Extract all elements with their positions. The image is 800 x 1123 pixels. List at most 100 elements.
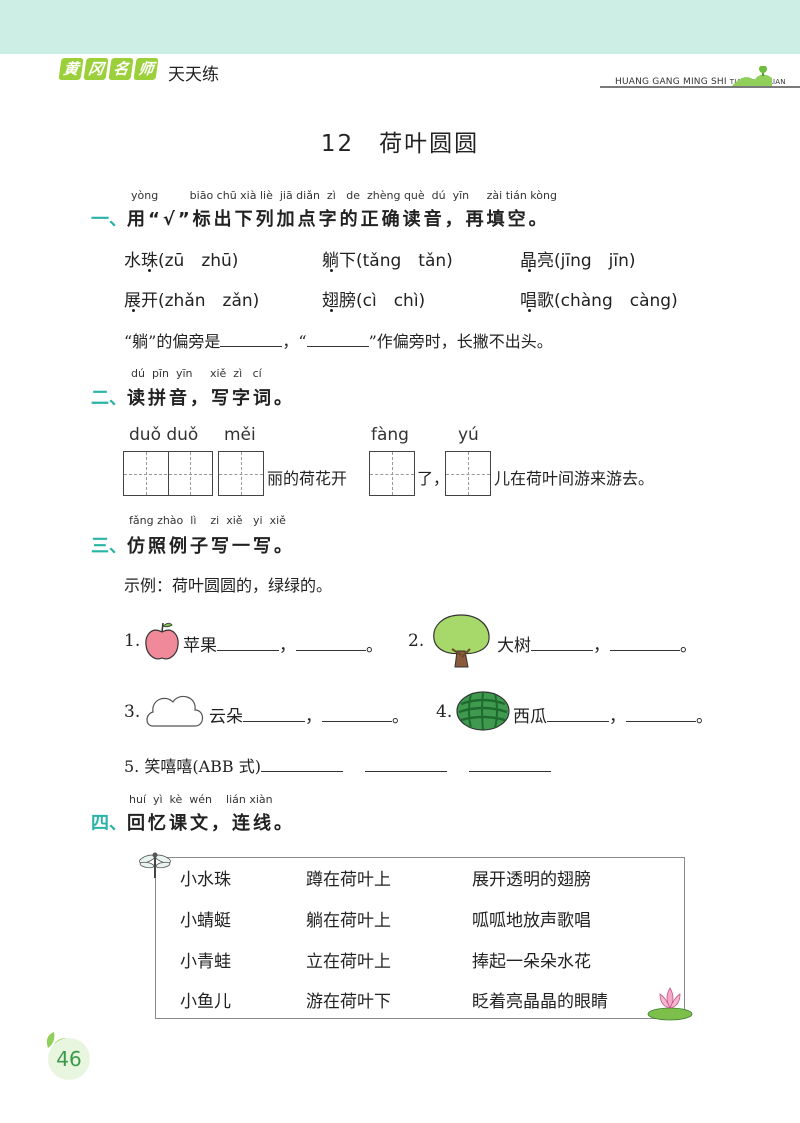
brand-pinyin-main: HUANG GANG MING SHI (615, 77, 727, 87)
match-subject[interactable]: 小青蛙 (180, 952, 231, 972)
sentence-text: 丽的荷花开 (267, 469, 348, 488)
section1-instruction: 用“√”标出下列加点字的正确读音，再填空。 (127, 209, 550, 230)
example-text: 示例：荷叶圆圆的，绿绿的。 (124, 576, 333, 595)
word-text: 水珠 (124, 251, 158, 271)
section2-number: 二、 (91, 388, 127, 409)
item5-text: 5. 笑嘻嘻(ABB 式) (124, 757, 261, 776)
match-position[interactable]: 立在荷叶上 (306, 952, 391, 972)
pinyin-options[interactable]: (tǎng tǎn) (356, 251, 453, 271)
apple-icon (145, 622, 179, 660)
item-word: 云朵 ， 。 (209, 702, 409, 727)
period: 。 (366, 636, 383, 656)
match-subject[interactable]: 小水珠 (180, 870, 231, 890)
cloud-icon (146, 695, 204, 727)
answer-blank[interactable] (296, 635, 366, 651)
match-position[interactable]: 躺在荷叶上 (306, 911, 391, 931)
writing-grid[interactable] (123, 451, 213, 496)
word-item: 展开(zhǎn zǎn) (124, 286, 259, 311)
match-action[interactable]: 捧起一朵朵水花 (472, 952, 591, 972)
header-band (0, 0, 800, 54)
writing-grid[interactable] (369, 451, 415, 496)
item-word-text: 苹果 (183, 636, 217, 656)
item-word-text: 大树 (497, 636, 531, 656)
word-item: 唱歌(chàng càng) (520, 286, 678, 311)
answer-blank[interactable] (365, 756, 447, 772)
section3-number: 三、 (91, 536, 127, 557)
section2-instruction: 读拼音，写字词。 (127, 388, 295, 409)
item-word-text: 西瓜 (513, 707, 547, 727)
answer-blank[interactable] (217, 635, 279, 651)
period: 。 (392, 707, 409, 727)
brand-char: 冈 (83, 58, 109, 80)
pinyin-options[interactable]: (cì chì) (356, 291, 426, 311)
sentence-text: 了， (417, 469, 450, 488)
word-text: 唱歌 (520, 291, 554, 311)
writing-grid[interactable] (218, 451, 264, 496)
match-position[interactable]: 游在荷叶下 (306, 992, 391, 1012)
fill-text: ”作偏旁时，长撇不出头。 (368, 332, 553, 351)
word-text: 展开 (124, 291, 158, 311)
match-subject[interactable]: 小鱼儿 (180, 992, 231, 1012)
section1-heading: 一、用“√”标出下列加点字的正确读音，再填空。 (91, 205, 550, 231)
section4-number: 四、 (91, 813, 127, 834)
answer-blank[interactable] (243, 706, 305, 722)
match-action[interactable]: 呱呱地放声歌唱 (472, 911, 591, 931)
section3-pinyin: fǎng zhào lì zi xiě yi xiě (129, 514, 286, 527)
item-number: 1. (124, 631, 141, 651)
match-action[interactable]: 展开透明的翅膀 (472, 870, 591, 890)
fill-text: “躺”的偏旁是 (124, 332, 221, 351)
answer-blank[interactable] (322, 706, 392, 722)
answer-blank[interactable] (610, 635, 680, 651)
section2-pinyin: dú pīn yīn xiě zì cí (131, 367, 262, 380)
comma: ， (593, 636, 610, 656)
tree-icon (433, 614, 490, 668)
fill-text: ，“ (282, 332, 307, 351)
emphasis-dot (132, 309, 135, 312)
fill-sentence: “躺”的偏旁是 ，“ ”作偏旁时，长撇不出头。 (124, 328, 553, 352)
item-word-text: 云朵 (209, 707, 243, 727)
section1-pinyin: yòng biāo chū xià liè jiā diǎn zì de zhè… (131, 189, 557, 202)
match-subject[interactable]: 小蜻蜓 (180, 911, 231, 931)
match-action[interactable]: 眨着亮晶晶的眼睛 (472, 992, 608, 1012)
word-item: 晶亮(jīng jīn) (520, 246, 636, 271)
brand-char: 名 (108, 58, 134, 80)
pinyin-options[interactable]: (chàng càng) (554, 291, 678, 311)
sentence-text: 儿在荷叶间游来游去。 (494, 469, 655, 488)
pinyin-prompt: duǒ duǒ (129, 425, 199, 445)
item-5: 5. 笑嘻嘻(ABB 式) (124, 753, 551, 777)
page-number: 46 (48, 1038, 90, 1080)
pinyin-prompt: měi (224, 425, 256, 445)
item-word: 西瓜，。 (513, 702, 713, 727)
word-item: 翅膀(cì chì) (322, 286, 425, 311)
lotus-icon (647, 987, 693, 1021)
header-bar (0, 54, 800, 90)
hill-icon (732, 66, 772, 86)
brand-char: 黄 (58, 58, 84, 80)
pinyin-options[interactable]: (zū zhū) (158, 251, 239, 271)
emphasis-dot (528, 309, 531, 312)
emphasis-dot (330, 309, 333, 312)
answer-blank[interactable] (306, 331, 369, 347)
brand-char: 师 (133, 58, 159, 80)
match-position[interactable]: 蹲在荷叶上 (306, 870, 391, 890)
pinyin-options[interactable]: (jīng jīn) (554, 251, 636, 271)
emphasis-dot (330, 269, 333, 272)
answer-blank[interactable] (547, 706, 609, 722)
item-word: 大树，。 (497, 631, 697, 656)
word-text: 躺下 (322, 251, 356, 271)
brand-tagline: 天天练 (168, 65, 219, 85)
section4-instruction: 回忆课文，连线。 (127, 813, 295, 834)
answer-blank[interactable] (220, 331, 283, 347)
section4-heading: 四、回忆课文，连线。 (91, 809, 295, 835)
word-item: 水珠(zū zhū) (124, 246, 238, 271)
word-text: 晶亮 (520, 251, 554, 271)
pinyin-prompt: yú (458, 425, 479, 445)
writing-grid[interactable] (445, 451, 491, 496)
pinyin-options[interactable]: (zhǎn zǎn) (158, 291, 260, 311)
answer-blank[interactable] (469, 756, 551, 772)
answer-blank[interactable] (626, 706, 696, 722)
emphasis-dot (528, 269, 531, 272)
answer-blank[interactable] (261, 756, 343, 772)
comma: ， (305, 707, 322, 727)
answer-blank[interactable] (531, 635, 593, 651)
